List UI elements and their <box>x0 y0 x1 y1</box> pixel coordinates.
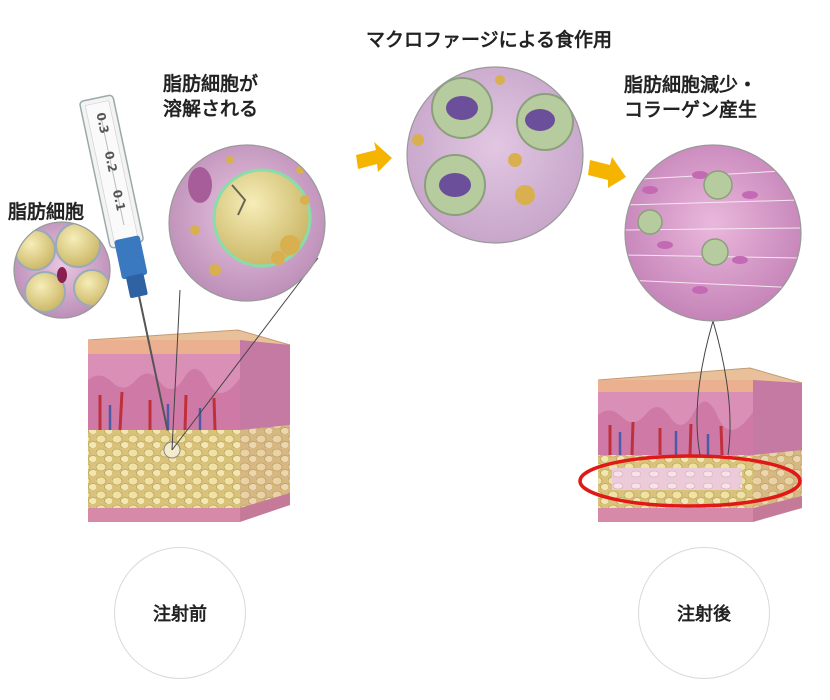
arrow-icon <box>588 157 626 188</box>
skin-block-after <box>597 367 803 522</box>
before-label: 注射前 <box>153 604 207 625</box>
syringe <box>79 94 169 431</box>
zoom-circle-fat-dissolving <box>168 144 326 302</box>
label-fat-dissolve: 脂肪細胞が 溶解される <box>163 73 259 120</box>
zoom-circle-collagen <box>624 144 802 322</box>
syringe-scale-label: 0.3 <box>93 111 112 135</box>
arrow-icon <box>356 142 392 172</box>
syringe-scale-label: 0.2 <box>101 149 120 174</box>
before-badge: 注射前 <box>114 547 246 679</box>
skin-block-before <box>87 329 291 522</box>
zoom-circle-macrophage <box>406 66 584 244</box>
after-badge: 注射後 <box>638 547 770 679</box>
highlight-ellipse <box>578 454 802 508</box>
connector-lines <box>171 257 731 456</box>
label-macrophage: マクロファージによる食作用 <box>366 29 613 51</box>
label-fat-cells: 脂肪細胞 <box>8 201 85 223</box>
label-result: 脂肪細胞減少・ コラーゲン産生 <box>624 74 758 121</box>
syringe-scale-label: 0.1 <box>109 188 128 213</box>
after-label: 注射後 <box>677 604 731 625</box>
zoom-circle-fat-cells <box>13 221 111 319</box>
